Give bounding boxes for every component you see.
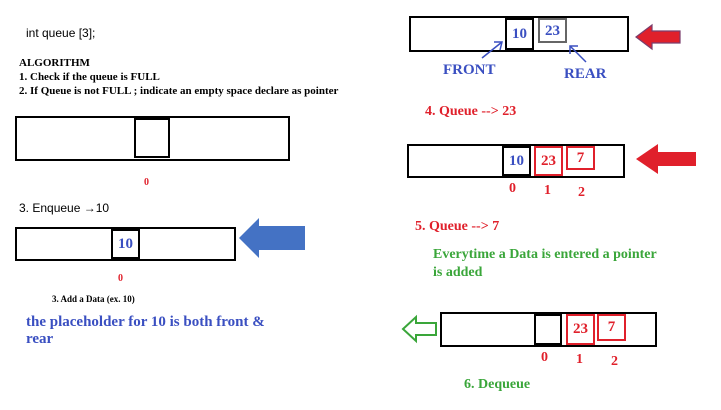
- rear-pointer-arrow: [569, 45, 587, 63]
- enqueue-label: 3. Enqueue →10: [19, 201, 110, 215]
- step-5-label: 5. Queue --> 7: [415, 219, 500, 234]
- pointer-note: Everytime a Data is entered a pointer is…: [433, 247, 657, 280]
- queue-cell: 23: [534, 146, 563, 176]
- index-label: 0: [144, 177, 149, 188]
- add-data-label: 3. Add a Data (ex. 10): [52, 294, 135, 304]
- index-label: 1: [544, 183, 551, 198]
- queue-cell: 7: [566, 146, 595, 170]
- index-label: 1: [576, 352, 583, 367]
- front-label: FRONT: [443, 62, 496, 78]
- queue-cell: 7: [597, 314, 626, 341]
- step-4-label: 4. Queue --> 23: [425, 104, 517, 119]
- empty-slot: [134, 118, 170, 158]
- step-6-label: 6. Dequeue: [464, 377, 531, 392]
- placeholder-note: the placeholder for 10 is both front & r…: [26, 314, 265, 347]
- front-pointer-arrow: [481, 41, 503, 59]
- rear-label: REAR: [564, 66, 607, 82]
- arrow-left-outline-green-icon: [401, 314, 437, 344]
- index-label: 0: [509, 181, 516, 196]
- arrow-left-red-icon: [636, 144, 696, 174]
- queue-cell: 10: [111, 229, 140, 259]
- algorithm-step-1: 1. Check if the queue is FULL: [19, 71, 160, 83]
- index-label: 0: [541, 350, 548, 365]
- index-label: 2: [611, 354, 618, 369]
- empty-slot: [534, 314, 562, 345]
- arrow-left-red-icon: [635, 23, 681, 51]
- algorithm-step-2: 2. If Queue is not FULL ; indicate an em…: [19, 85, 339, 97]
- arrow-right-icon: [239, 218, 305, 258]
- declaration-text: int queue [3];: [26, 26, 96, 40]
- queue-cell: 23: [538, 18, 567, 43]
- algorithm-title: ALGORITHM: [19, 57, 90, 69]
- queue-cell: 23: [566, 314, 595, 345]
- queue-cell: 10: [502, 146, 531, 176]
- index-label: 2: [578, 185, 585, 200]
- queue-cell: 10: [505, 18, 534, 50]
- index-label: 0: [118, 273, 123, 284]
